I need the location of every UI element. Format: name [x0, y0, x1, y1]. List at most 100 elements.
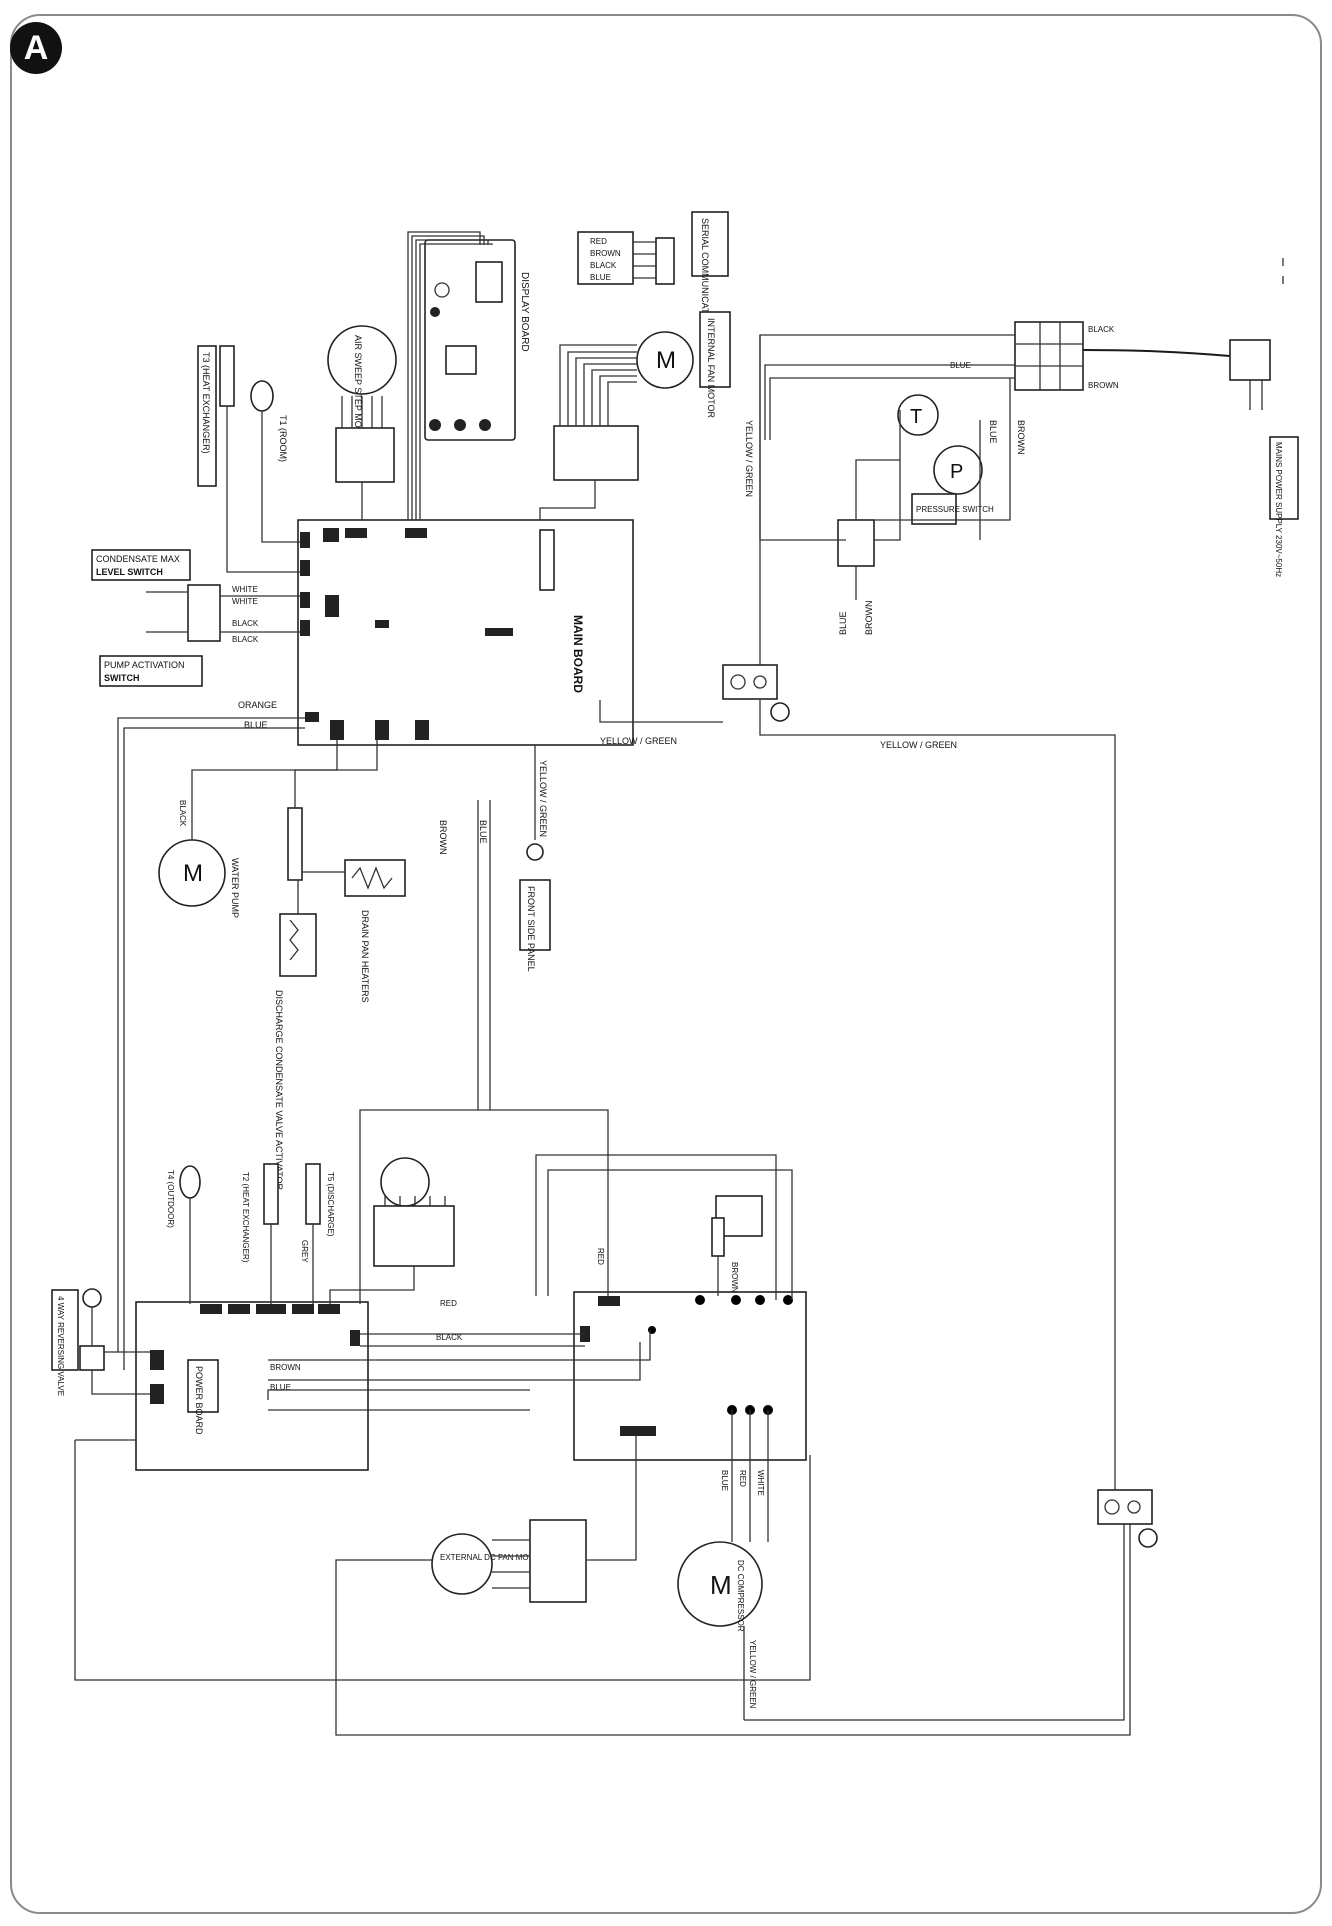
thermostat-symbol [897, 394, 939, 436]
t5-sensor [305, 1163, 321, 1225]
svg-text:M: M [710, 1570, 732, 1600]
wire-label-black: BLACK [178, 800, 187, 827]
t4-sensor [179, 1165, 201, 1199]
brown-label: BROWN [730, 1262, 739, 1293]
air-sweep-motor [327, 325, 397, 395]
drain-pan-heaters-label: DRAIN PAN HEATERS [360, 910, 370, 1003]
wire-label-white: WHITE [232, 597, 258, 606]
yellow-green-label: YELLOW / GREEN [600, 736, 677, 746]
brown-label: BROWN [864, 601, 874, 636]
serial-wire-label: RED [590, 237, 607, 246]
valve-coil-symbol [82, 1288, 102, 1308]
internal-fan-label-box [699, 311, 731, 388]
yellow-green-label: YELLOW / GREEN [744, 420, 754, 497]
t1-sensor [250, 380, 274, 412]
terminal-block [1014, 321, 1084, 391]
drain-pan-heater-2 [279, 913, 317, 977]
t3-label: T3 (HEAT EXCHANGER) [201, 352, 211, 454]
reactor-coil [711, 1217, 725, 1257]
front-panel-label-box [519, 879, 551, 951]
pressure-switch-label-box [911, 493, 957, 525]
red-c-label: RED [738, 1470, 747, 1487]
four-way-valve-label-box [51, 1289, 79, 1371]
blue-label: BLUE [838, 611, 848, 635]
motor-symbol: M [656, 347, 676, 374]
earth-symbol [526, 843, 544, 861]
serial-wire-label: BLUE [590, 273, 611, 282]
mains-plug [1229, 339, 1271, 381]
discharge-condensate-label: DISCHARGE CONDENSATE VALVE ACTIVATOR [274, 990, 284, 1191]
black-label: BLACK [436, 1333, 463, 1342]
diagram-frame [10, 14, 1322, 1914]
main-board [297, 519, 634, 746]
pressure-switch-label: PRESSURE SWITCH [916, 505, 994, 514]
four-way-valve-coil [79, 1345, 105, 1371]
pump-activation-label: PUMP ACTIVATION [104, 660, 185, 670]
level-switch-body [187, 584, 221, 642]
power-board-label: POWER BOARD [194, 1366, 204, 1435]
four-way-valve-label: 4 WAY REVERSING VALVE [56, 1296, 65, 1396]
wire-label-black: BLACK [232, 619, 259, 628]
display-digits [445, 345, 477, 375]
blue-c-label: BLUE [720, 1470, 729, 1491]
white-c-label: WHITE [756, 1470, 765, 1496]
serial-port-label: SERIAL COMMUNICATION PORT [700, 218, 710, 357]
wire-label-black: BLACK [232, 635, 259, 644]
compressor-motor [677, 1541, 763, 1627]
serial-wire-label: BLACK [590, 261, 617, 270]
condensate-max-label: CONDENSATE MAX [96, 554, 180, 564]
display-board-label: DISPLAY BOARD [519, 272, 530, 352]
power-board [135, 1301, 369, 1471]
outdoor-control-board [573, 1291, 807, 1461]
serial-wire-label: BROWN [590, 249, 621, 258]
earth-symbol [1138, 1528, 1158, 1548]
figure-badge: A [10, 22, 62, 74]
svg-text:M: M [183, 860, 203, 887]
terminal-brown-label: BROWN [1088, 381, 1119, 390]
external-fan-motor [431, 1533, 493, 1595]
red-label: RED [440, 1299, 457, 1308]
display-cable [407, 231, 493, 520]
step-motor-outdoor [380, 1157, 430, 1207]
display-module [475, 261, 503, 303]
t2-label: T2 (HEAT EXCHANGER) [241, 1172, 250, 1263]
internal-fan-motor [636, 331, 694, 389]
terminal-black-label: BLACK [1088, 325, 1115, 334]
t4-label: T4 (OUTDOOR) [166, 1170, 175, 1228]
main-board-label: MAIN BOARD [571, 615, 585, 693]
yellow-green-label: YELLOW / GREEN [880, 740, 957, 750]
brown-label: BROWN [1016, 420, 1026, 455]
blue-label: BLUE [988, 420, 998, 444]
internal-fan-label: INTERNAL FAN MOTOR [706, 318, 716, 419]
air-sweep-label: AIR SWEEP STEP MOTOR [353, 335, 363, 447]
air-sweep-connector [335, 427, 395, 483]
brown-label: BROWN [270, 1363, 301, 1372]
display-led [434, 282, 450, 298]
red-label: RED [596, 1248, 605, 1265]
external-fan-label: EXTERNAL DC FAN MOTOR [440, 1553, 546, 1562]
pressure-switch-symbol [933, 445, 983, 495]
t3-sensor [219, 345, 235, 407]
drain-pan-heater-1 [344, 859, 406, 897]
mains-power-label: MAINS POWER SUPPLY 230V~50Hz [1274, 442, 1283, 577]
front-side-panel-label: FRONT SIDE PANEL [526, 886, 536, 972]
serial-connector [577, 231, 634, 285]
condensate-level-label-box [91, 549, 191, 581]
grey-label: GREY [300, 1240, 309, 1263]
yellow-green-label: YELLOW / GREEN [748, 1640, 757, 1709]
earth-symbol [770, 702, 790, 722]
t1-label: T1 (ROOM) [278, 415, 288, 462]
external-fan-connector [529, 1519, 587, 1603]
main-board-connectors [300, 528, 555, 740]
wire-label-blue: BLUE [244, 720, 268, 730]
serial-port-box [691, 211, 729, 277]
valve-block [837, 519, 875, 567]
blue-label: BLUE [478, 820, 488, 844]
wire-label-orange: ORANGE [238, 700, 277, 710]
level-switch-label: LEVEL SWITCH [96, 567, 163, 577]
serial-plug [655, 237, 675, 285]
mains-label-box [1269, 436, 1299, 520]
heater-plug [287, 807, 303, 881]
water-pump-label: WATER PUMP [230, 858, 240, 918]
